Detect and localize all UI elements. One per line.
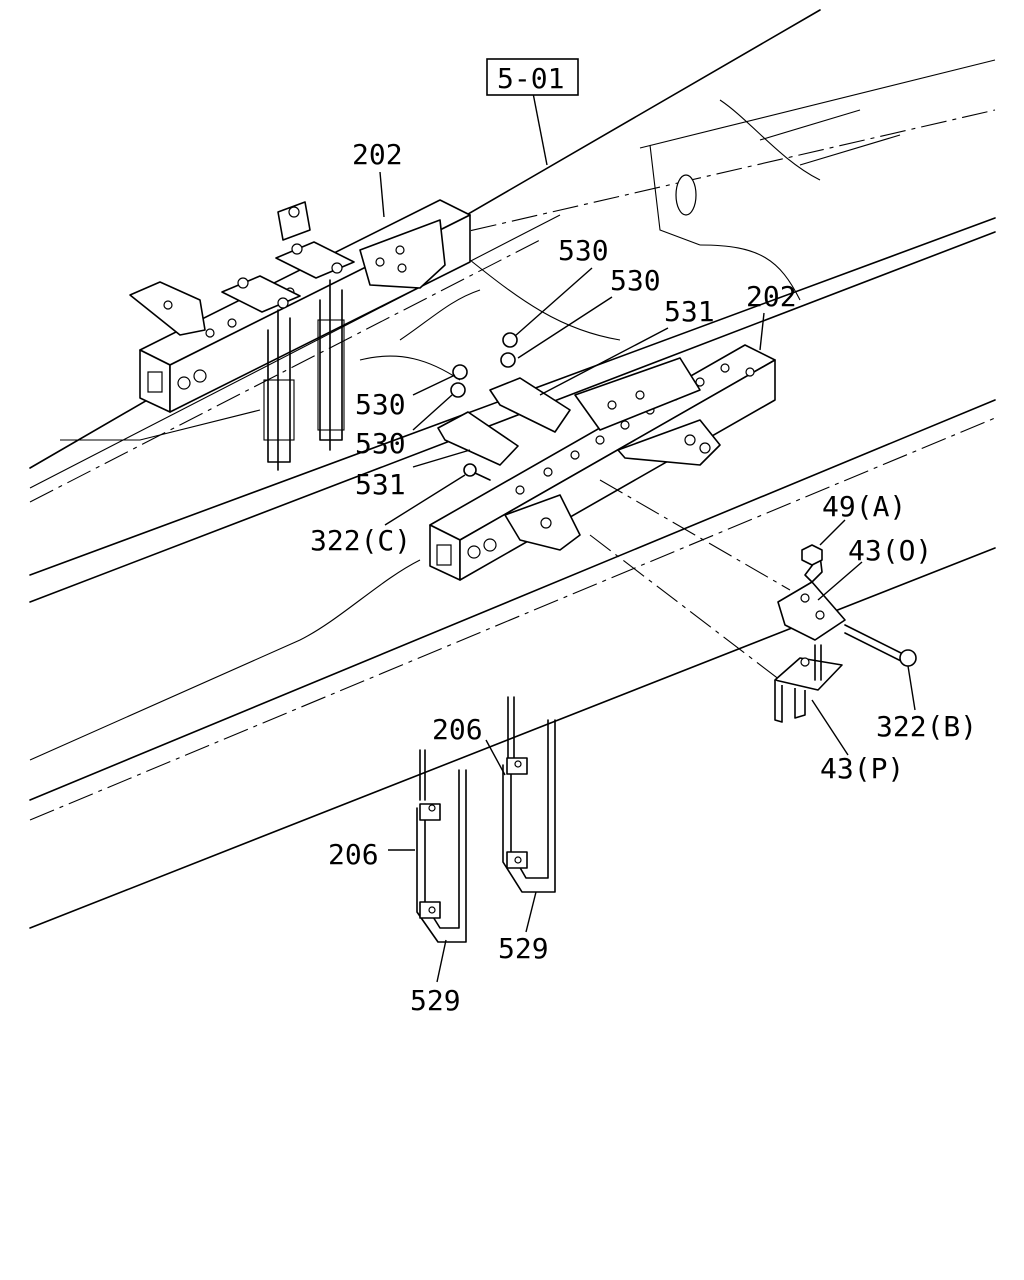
reference-box-frame [486, 58, 579, 96]
leader-lines [379, 92, 916, 983]
u-bolt-right [502, 696, 556, 893]
label-529-left: 529 [410, 984, 461, 1017]
u-bolt-left [416, 749, 467, 943]
chassis-rails [29, 9, 996, 929]
label-531-b: 531 [355, 468, 406, 501]
label-49a: 49(A) [822, 490, 906, 523]
label-530-c: 530 [355, 388, 406, 421]
label-530-a: 530 [558, 234, 609, 267]
bracket-assembly [589, 479, 917, 723]
label-529-right: 529 [498, 932, 549, 965]
label-322c: 322(C) [310, 524, 411, 557]
cross-member-right [429, 344, 776, 581]
cross-member-left [129, 199, 471, 471]
label-202-right: 202 [746, 280, 797, 313]
bolt-322c [463, 463, 491, 481]
label-43p: 43(P) [820, 752, 904, 785]
label-531-a: 531 [664, 295, 715, 328]
label-202-left: 202 [352, 138, 403, 171]
label-530-d: 530 [355, 427, 406, 460]
callout-labels: 5-01 202 202 530 530 531 530 530 531 322… [310, 62, 977, 1017]
label-322b: 322(B) [876, 710, 977, 743]
pad-531-group [437, 377, 571, 466]
nut-530-group [450, 332, 518, 398]
reference-box-label: 5-01 [497, 62, 564, 95]
label-530-b: 530 [610, 264, 661, 297]
label-43o: 43(O) [848, 534, 932, 567]
label-206-right: 206 [432, 713, 483, 746]
label-206-left: 206 [328, 838, 379, 871]
